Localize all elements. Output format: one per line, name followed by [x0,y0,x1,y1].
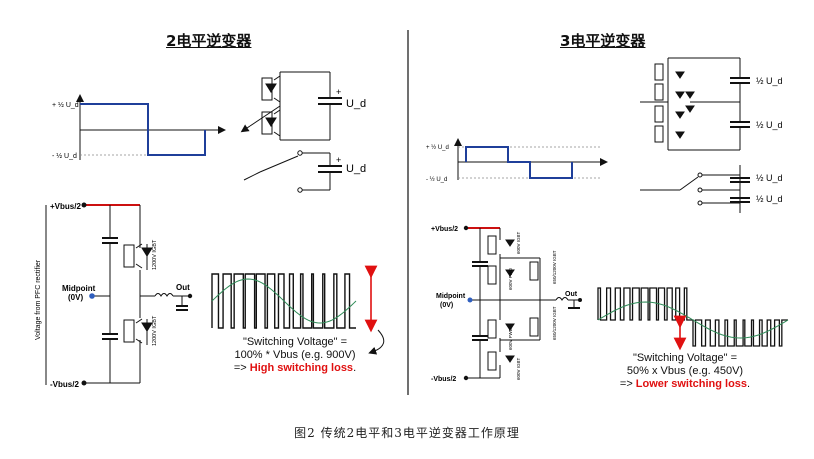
cap-plus-2: + [336,155,341,165]
igbt600-label-1: 600V IGBT [516,231,521,254]
out3-label: Out [565,291,578,298]
cap3-label-1: ½ U_d [756,76,783,86]
note2-suffix: . [353,362,357,374]
title-3-level: 3电平逆变器 [560,32,646,50]
note3-prefix: => [619,378,636,390]
wave-label-neg: - ½ U_d [52,152,77,160]
rail3-pos-label: +Vbus/2 [431,226,458,233]
cap-label-ud-1: U_d [346,98,366,110]
igbt600-label-2: 600V IGBT [516,357,521,380]
rail-neg-label: -Vbus/2 [50,380,79,389]
figure-caption: 图2 传统2电平和3电平逆变器工作原理 [294,426,520,440]
midpoint3-label: Midpoint [436,293,466,300]
igbt650-label-2: 650/1200V IGBT [552,306,557,340]
fwd-label-1: 600V FWD [508,267,513,290]
note2-prefix: => [233,362,250,374]
rail3-neg-node [463,375,469,381]
rail3-pos-node [463,225,469,231]
cap-label-ud-2: U_d [346,163,366,175]
note2-red: High switching loss [249,362,354,374]
midpoint-node [89,293,95,299]
title-2-level: 2电平逆变器 [166,32,252,50]
note3-line1: "Switching Voltage" = [632,352,738,364]
rail-pos-label: +Vbus/2 [50,202,81,211]
three-level-switching-note: "Switching Voltage" = 50% x Vbus (e.g. 4… [600,352,770,391]
wave-label-pos: + ½ U_d [52,101,79,109]
midpoint-label: Midpoint [62,284,96,293]
out3-node [578,298,582,302]
three-level-pwm-wave [597,287,789,351]
midpoint3-node [467,297,473,303]
two-level-halfbridge-schematic [240,71,342,193]
out-node [187,293,193,299]
fwd-label-2: 600V FWD [508,327,513,350]
rail3-neg-label: -Vbus/2 [431,376,456,383]
three-level-wave: + ½ U_d - ½ U_d [426,138,608,183]
two-level-switching-note: "Switching Voltage" = 100% * Vbus (e.g. … [200,336,390,375]
pfc-side-label: Voltage from PFC rectifier [35,259,42,340]
note3-line2: 50% x Vbus (e.g. 450V) [626,365,744,377]
rail-pos-node [81,202,87,208]
note2-line1: "Switching Voltage" = [242,336,348,348]
cap3-label-2: ½ U_d [756,120,783,130]
igbt650-label-1: 650/1200V IGBT [552,250,557,284]
wave3-label-pos: + ½ U_d [426,144,449,151]
cap3-label-3: ½ U_d [756,173,783,183]
midpoint-sub-label: (0V) [68,293,83,302]
note2-line2: 100% * Vbus (e.g. 900V) [234,349,356,361]
midpoint3-sub-label: (0V) [440,302,453,309]
rail-neg-node [81,380,87,386]
igbt-label-lower: 1200V IGBT [152,315,158,346]
cap-plus-1: + [336,87,341,97]
two-level-square-wave: + ½ U_d - ½ U_d [52,94,226,160]
two-level-pwm-wave [211,265,385,355]
cap3-label-4: ½ U_d [756,194,783,204]
out-label: Out [176,283,190,292]
note3-red: Lower switching loss [635,378,748,390]
three-level-circuit [466,227,580,379]
note3-suffix: . [747,378,751,390]
wave3-label-neg: - ½ U_d [426,176,447,183]
igbt-label-upper: 1200V IGBT [152,239,158,270]
two-level-circuit [45,204,190,385]
three-level-npc-schematic [640,57,750,213]
